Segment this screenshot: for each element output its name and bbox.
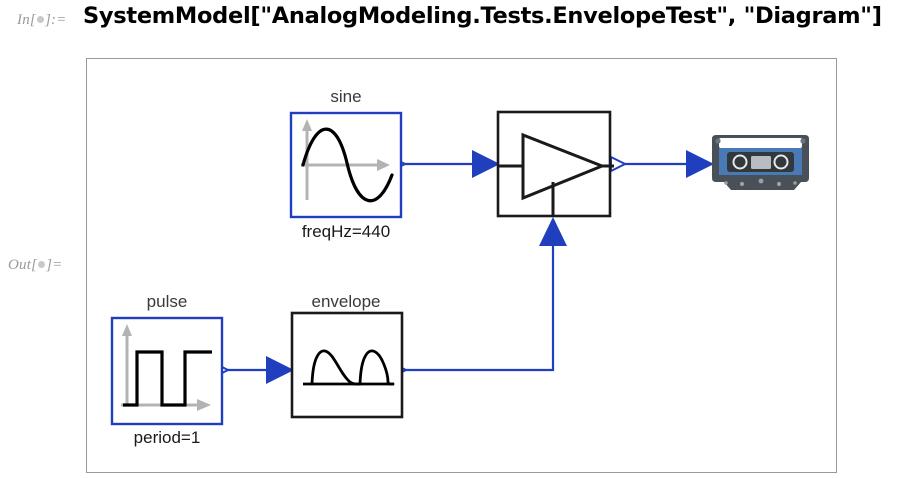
cell-number-dot <box>36 16 44 23</box>
out-cell-label: Out[ ]= <box>8 257 63 274</box>
block-label-envelope: envelope <box>311 292 381 311</box>
block-label-sine: sine <box>330 87 362 106</box>
in-label-suffix: ]:= <box>44 12 67 28</box>
block-param-sine: freqHz=440 <box>301 222 391 241</box>
block-param-pulse: period=1 <box>133 428 201 447</box>
cell-number-dot <box>38 261 46 268</box>
out-label-suffix: ]= <box>46 257 63 273</box>
out-label-prefix: Out[ <box>8 257 38 273</box>
diagram-output-frame <box>86 58 837 473</box>
block-label-pulse: pulse <box>146 292 188 311</box>
in-label-prefix: In[ <box>17 12 36 28</box>
in-cell-label: In[ ]:= <box>17 12 67 29</box>
input-expression[interactable]: SystemModel["AnalogModeling.Tests.Envelo… <box>83 3 882 29</box>
